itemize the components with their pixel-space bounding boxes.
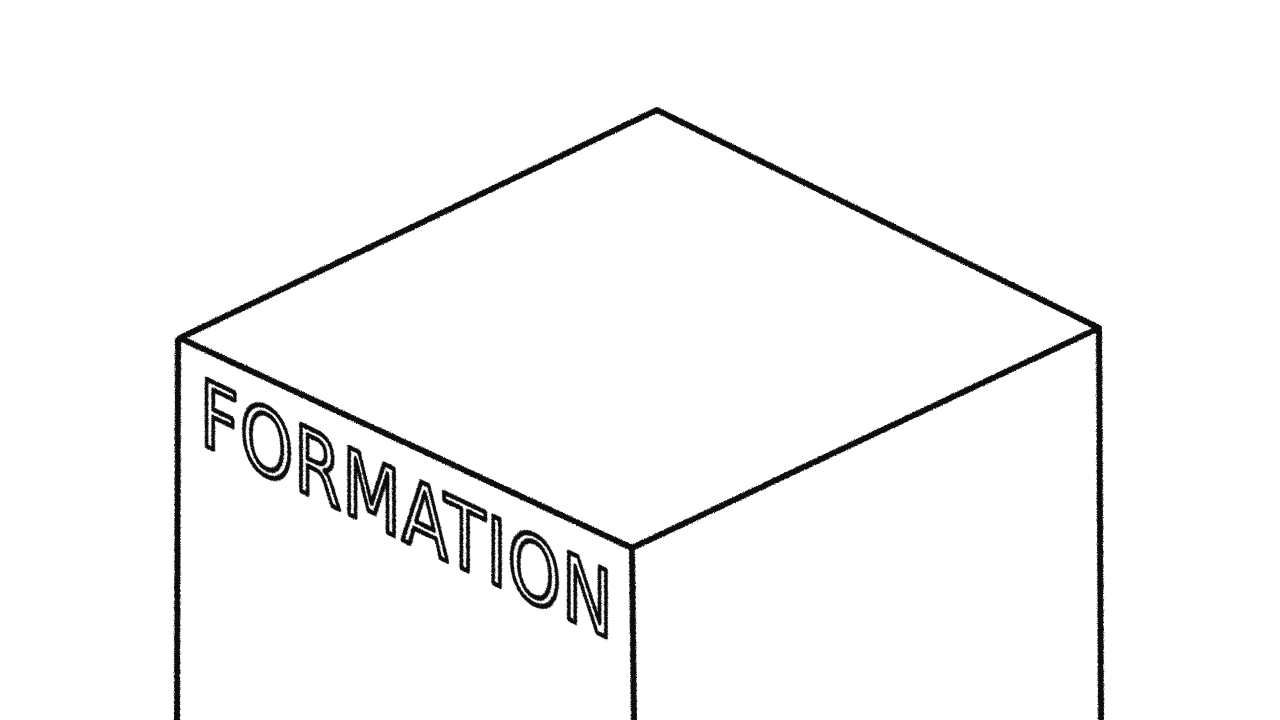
center-vertical-edge xyxy=(629,547,637,720)
right-vertical-edge xyxy=(1096,327,1104,720)
left-vertical-edge xyxy=(174,337,181,720)
